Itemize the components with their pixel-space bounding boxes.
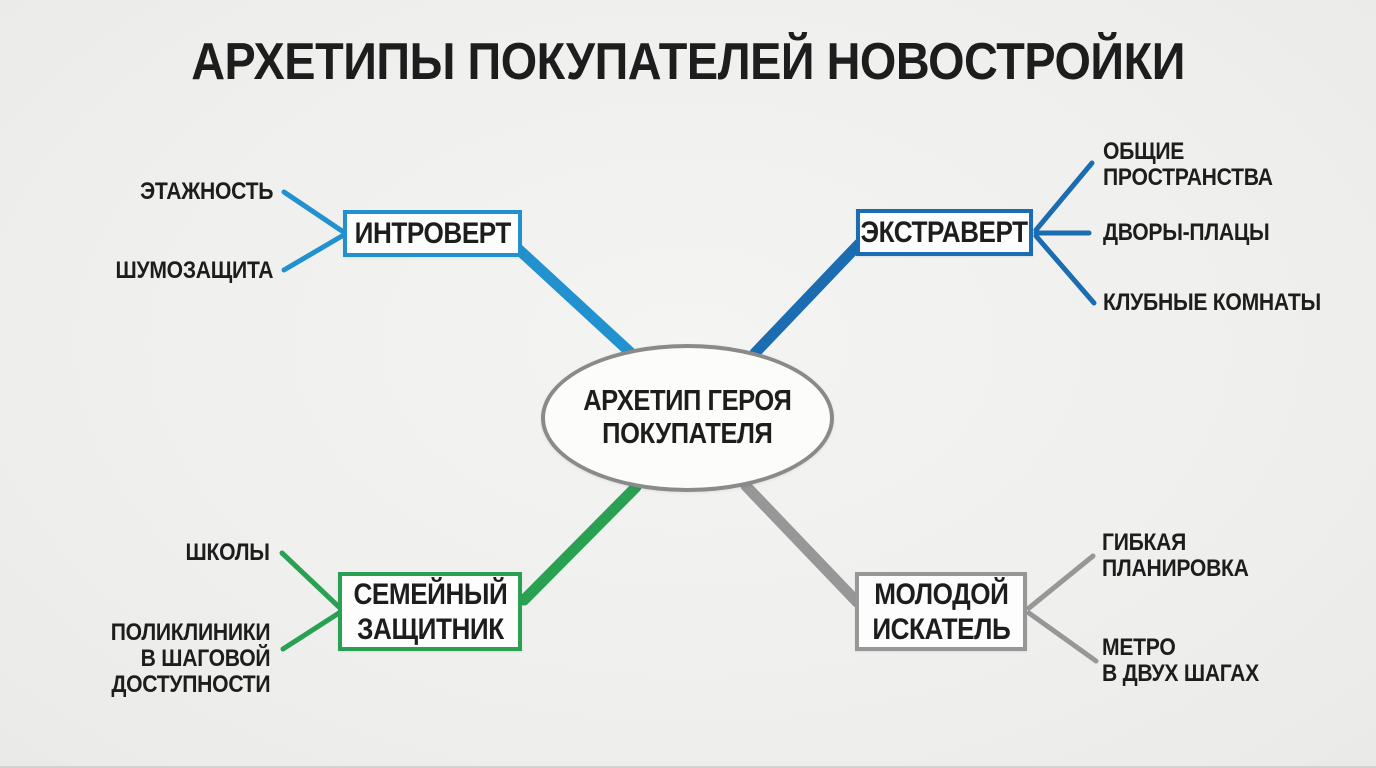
node-label-young-seeker: МОЛОДОЙ ИСКАТЕЛЬ <box>871 577 1011 646</box>
leaf-metro-text: МЕТРО В ДВУХ ШАГАХ <box>1102 634 1259 687</box>
page-title-text: АРХЕТИПЫ ПОКУПАТЕЛЕЙ НОВОСТРОЙКИ <box>191 33 1185 91</box>
bottom-hairline <box>0 766 1376 768</box>
leaf-dvory-platsy-text: ДВОРЫ-ПЛАЦЫ <box>1103 219 1270 246</box>
leaf-obshchie-prostranstva-text: ОБЩИЕ ПРОСТРАНСТВА <box>1103 138 1273 191</box>
leaf-metro: МЕТРО В ДВУХ ШАГАХ <box>1102 635 1322 687</box>
node-label-extravert: ЭКСТРАВЕРТ <box>860 216 1029 249</box>
hub-label: АРХЕТИП ГЕРОЯ ПОКУПАТЕЛЯ <box>583 385 792 450</box>
leaf-polikliniki-text: ПОЛИКЛИНИКИ В ШАГОВОЙ ДОСТУПНОСТИ <box>110 619 270 698</box>
node-box-young-seeker: МОЛОДОЙ ИСКАТЕЛЬ <box>855 572 1027 651</box>
leaf-shumozashchita-text: ШУМОЗАЩИТА <box>115 257 273 284</box>
trunk-young-seeker <box>740 480 863 608</box>
leaf-gibkaya-planirovka-text: ГИБКАЯ ПЛАНИРОВКА <box>1102 529 1249 582</box>
leaf-etazhnost: ЭТАЖНОСТЬ <box>100 179 273 205</box>
leaf-line-klubnye-komnaty <box>1033 233 1097 306</box>
leaf-line-gibkaya-planirovka <box>1026 553 1096 611</box>
leaf-dvory-platsy: ДВОРЫ-ПЛАЦЫ <box>1103 220 1343 246</box>
leaf-obshchie-prostranstva: ОБЩИЕ ПРОСТРАНСТВА <box>1103 139 1343 191</box>
page-title: АРХЕТИПЫ ПОКУПАТЕЛЕЙ НОВОСТРОЙКИ <box>0 32 1376 92</box>
node-box-introvert: ИНТРОВЕРТ <box>343 210 522 257</box>
leaf-line-shumozashchita <box>281 233 345 273</box>
leaf-line-obshchie-prostranstva <box>1033 160 1095 233</box>
hub-ellipse: АРХЕТИП ГЕРОЯ ПОКУПАТЕЛЯ <box>541 344 834 492</box>
leaf-line-metro <box>1026 610 1099 664</box>
leaf-shkoly: ШКОЛЫ <box>120 540 270 566</box>
leaf-shumozashchita: ШУМОЗАЩИТА <box>90 258 273 284</box>
leaf-line-polikliniki <box>280 610 342 652</box>
leaf-klubnye-komnaty: КЛУБНЫЕ КОМНАТЫ <box>1103 290 1363 316</box>
trunk-extravert <box>749 238 865 359</box>
leaf-gibkaya-planirovka: ГИБКАЯ ПЛАНИРОВКА <box>1102 530 1322 582</box>
leaf-klubnye-komnaty-text: КЛУБНЫЕ КОМНАТЫ <box>1103 289 1321 316</box>
node-label-introvert: ИНТРОВЕРТ <box>354 217 511 250</box>
node-box-family-protector: СЕМЕЙНЫЙ ЗАЩИТНИК <box>338 572 522 651</box>
trunk-family-protector <box>518 481 642 606</box>
leaf-line-etazhnost <box>281 189 345 234</box>
leaf-polikliniki: ПОЛИКЛИНИКИ В ШАГОВОЙ ДОСТУПНОСТИ <box>80 620 270 698</box>
leaf-etazhnost-text: ЭТАЖНОСТЬ <box>139 178 273 205</box>
trunk-introvert <box>510 241 638 360</box>
node-label-family-protector: СЕМЕЙНЫЙ ЗАЩИТНИК <box>353 577 507 646</box>
leaf-shkoly-text: ШКОЛЫ <box>185 539 270 566</box>
leaf-line-shkoly <box>279 550 342 610</box>
node-box-extravert: ЭКСТРАВЕРТ <box>856 209 1033 256</box>
